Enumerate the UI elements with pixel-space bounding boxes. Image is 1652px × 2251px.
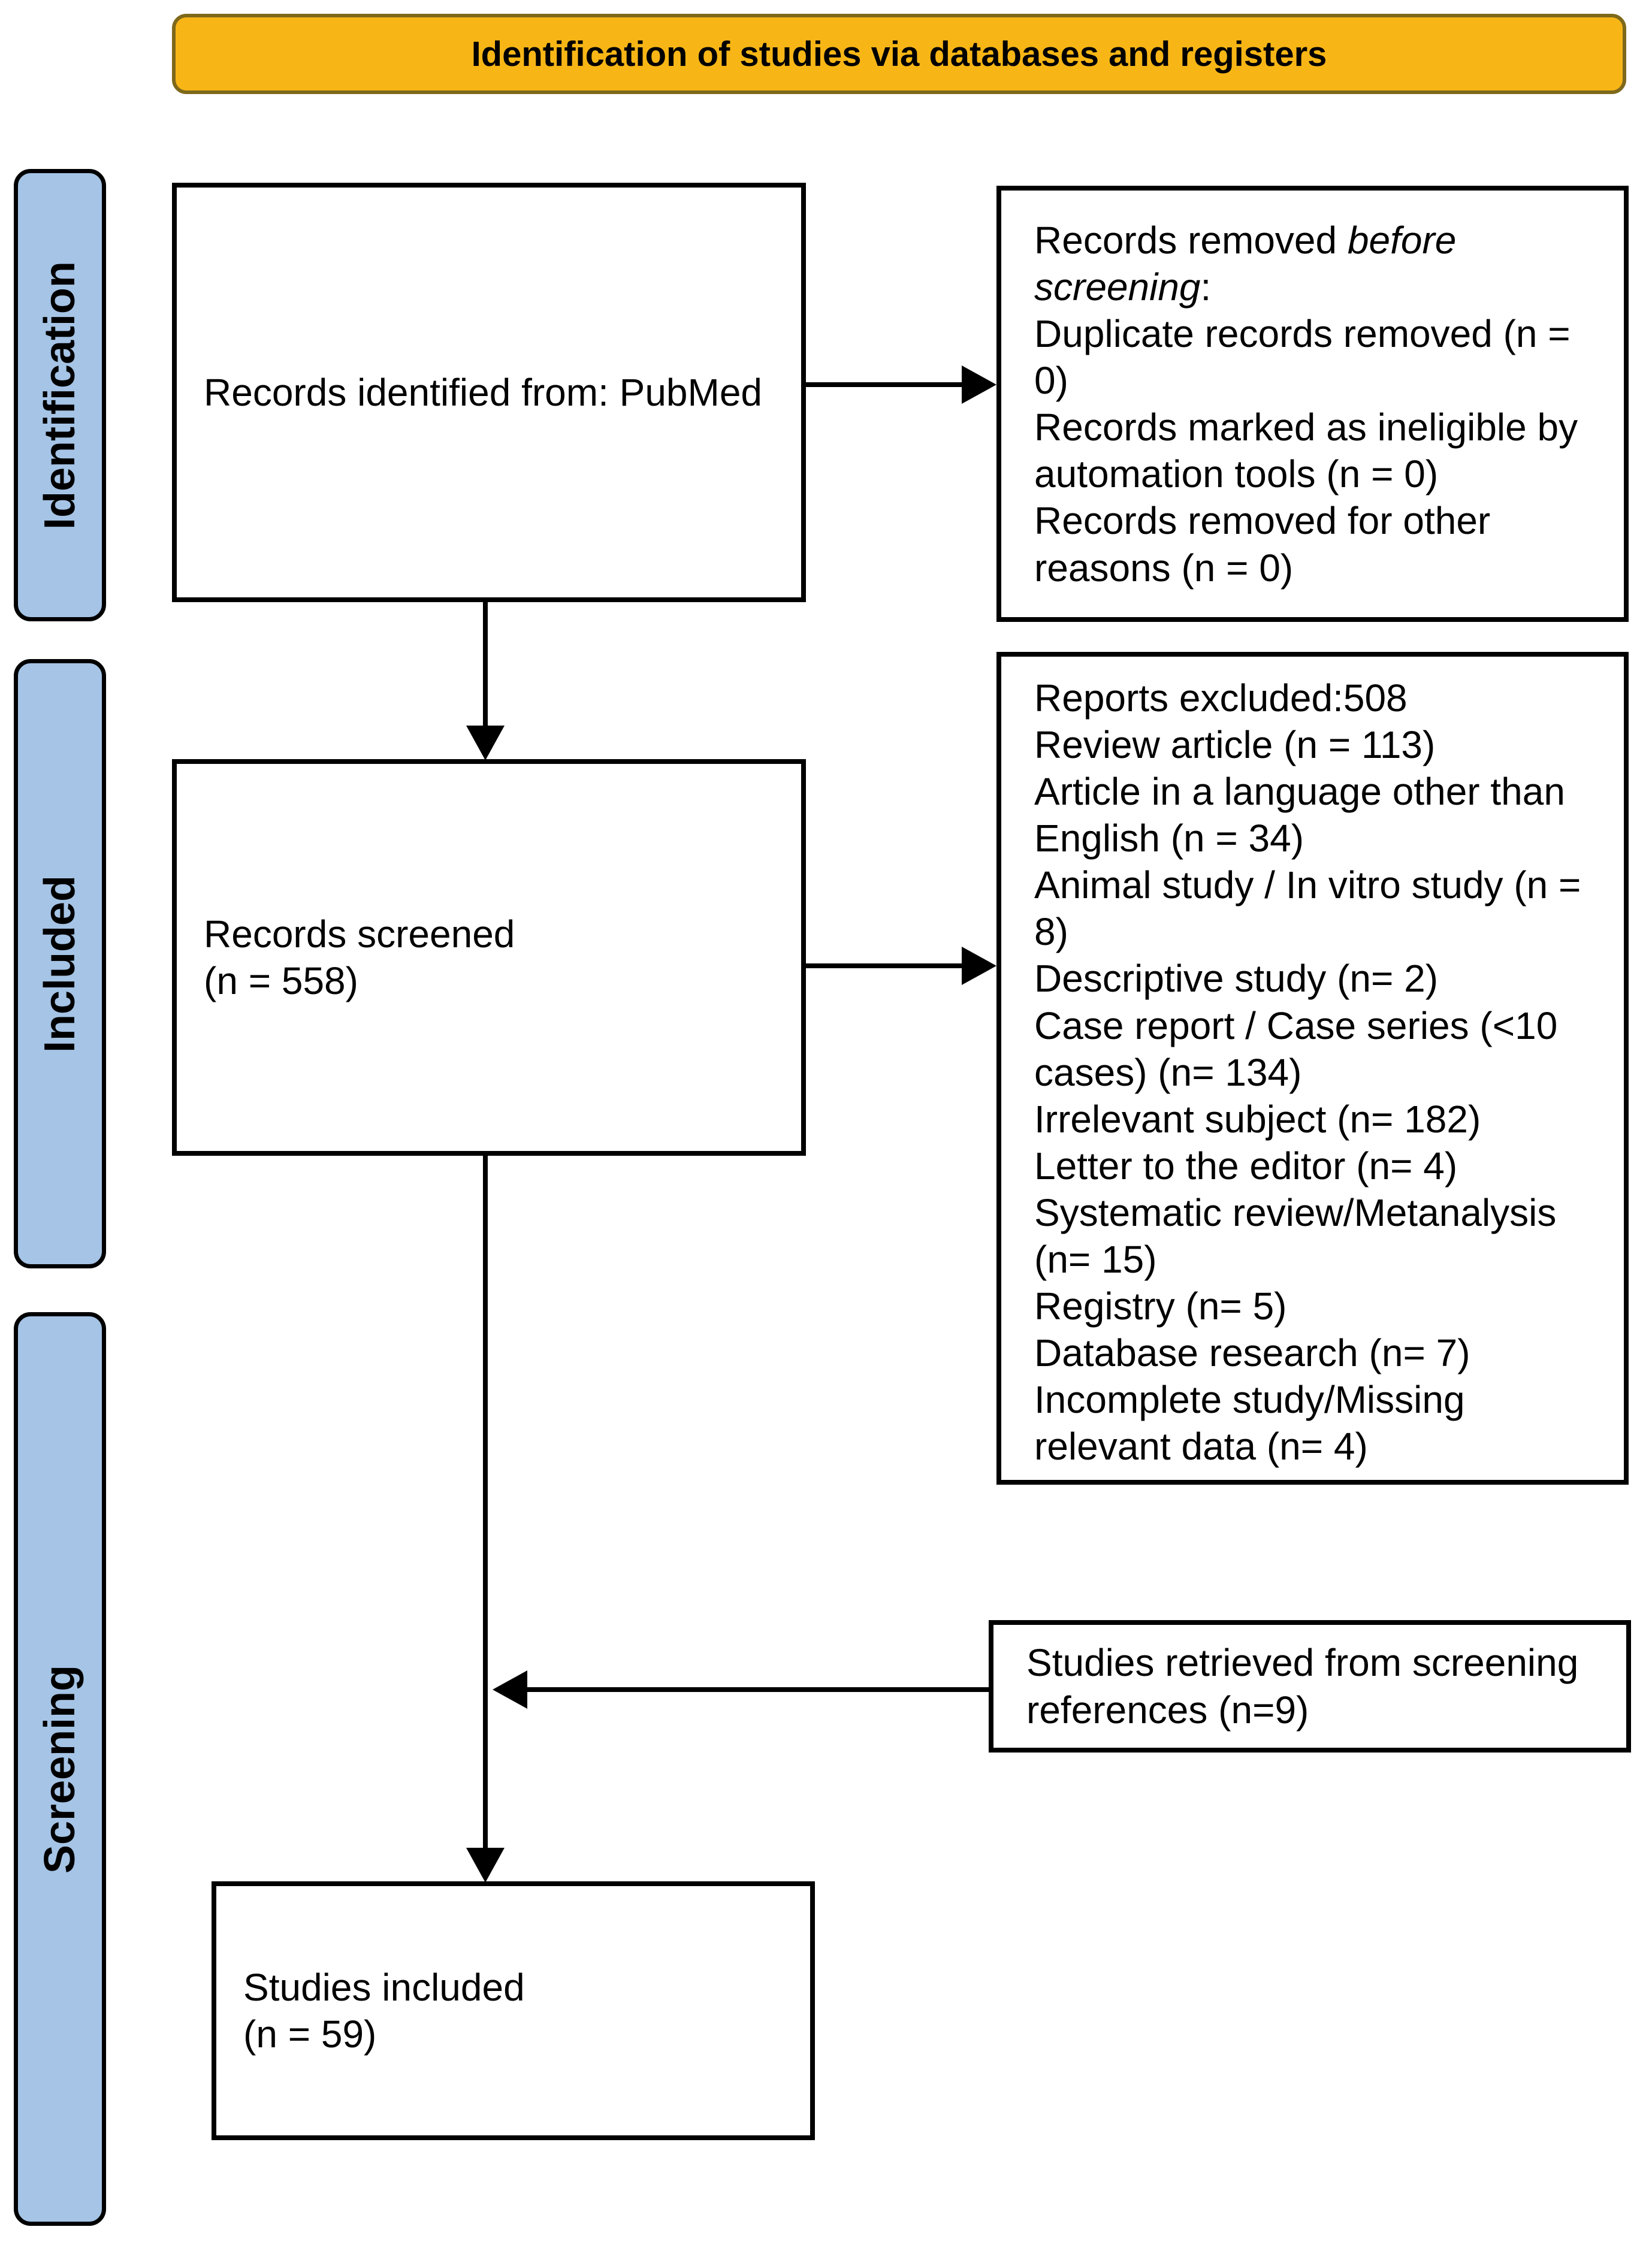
reports-excluded-item: Systematic review/Metanalysis (n= 15) bbox=[1034, 1191, 1557, 1281]
reports-excluded-item: Review article (n = 113) bbox=[1034, 723, 1436, 767]
records-removed-intro: Records removed before screening: bbox=[1034, 217, 1591, 310]
studies-included-text: Studies included bbox=[243, 1965, 525, 2009]
records-screened-count: (n = 558) bbox=[204, 959, 358, 1002]
records-identified-text: Records identified from: PubMed bbox=[204, 370, 762, 414]
records-removed-intro-suffix: : bbox=[1200, 265, 1212, 309]
reports-excluded-item: Descriptive study (n= 2) bbox=[1034, 957, 1439, 1001]
reports-excluded-item: Irrelevant subject (n= 182) bbox=[1034, 1097, 1481, 1141]
stage-label-included: Included bbox=[14, 659, 106, 1268]
stage-label-included-text: Included bbox=[36, 875, 84, 1053]
arrow-identified-to-removed-head-icon bbox=[962, 365, 996, 404]
reports-excluded-item: Article in a language other than English… bbox=[1034, 770, 1565, 860]
reports-excluded-item: Letter to the editor (n= 4) bbox=[1034, 1144, 1458, 1188]
arrow-retrieved-to-flow-head-icon bbox=[493, 1670, 527, 1709]
arrow-screened-to-excluded-head-icon bbox=[962, 947, 996, 985]
reports-excluded-item: Animal study / In vitro study (n = 8) bbox=[1034, 863, 1581, 954]
records-removed-intro-italic: before screening bbox=[1034, 219, 1457, 309]
studies-retrieved-text: Studies retrieved from screening referen… bbox=[1026, 1641, 1579, 1732]
records-screened-box: Records screened (n = 558) bbox=[172, 759, 806, 1156]
reports-excluded-item: Database research (n= 7) bbox=[1034, 1331, 1470, 1375]
stage-label-screening: Screening bbox=[14, 1312, 106, 2226]
arrow-identified-to-removed-line bbox=[806, 382, 962, 387]
records-removed-box: Records removed before screening: Duplic… bbox=[996, 186, 1629, 622]
arrow-screened-to-excluded-line bbox=[806, 963, 962, 968]
stage-label-screening-text: Screening bbox=[36, 1664, 84, 1874]
arrow-identified-to-screened-line bbox=[483, 602, 488, 728]
arrow-screened-to-included-line bbox=[483, 1156, 488, 1849]
records-removed-item: Duplicate records removed (n = 0) bbox=[1034, 312, 1571, 403]
arrow-identified-to-screened-head-icon bbox=[466, 726, 505, 760]
header-banner: Identification of studies via databases … bbox=[172, 14, 1626, 94]
records-removed-item: Records marked as ineligible by automati… bbox=[1034, 406, 1578, 496]
reports-excluded-heading: Reports excluded:508 bbox=[1034, 676, 1408, 720]
reports-excluded-item: Incomplete study/Missing relevant data (… bbox=[1034, 1378, 1465, 1469]
records-screened-text: Records screened bbox=[204, 912, 515, 956]
stage-label-identification: Identification bbox=[14, 169, 106, 621]
diagram-title: Identification of studies via databases … bbox=[471, 34, 1327, 74]
studies-retrieved-box: Studies retrieved from screening referen… bbox=[989, 1620, 1631, 1753]
records-identified-box: Records identified from: PubMed bbox=[172, 183, 806, 602]
arrow-retrieved-to-flow-line bbox=[526, 1687, 989, 1692]
reports-excluded-list: Review article (n = 113)Article in a lan… bbox=[1034, 721, 1591, 1470]
reports-excluded-item: Case report / Case series (<10 cases) (n… bbox=[1034, 1004, 1558, 1094]
reports-excluded-item: Registry (n= 5) bbox=[1034, 1285, 1287, 1328]
records-removed-item: Records removed for other reasons (n = 0… bbox=[1034, 499, 1491, 590]
arrow-screened-to-included-head-icon bbox=[466, 1848, 505, 1883]
studies-included-count: (n = 59) bbox=[243, 2013, 377, 2056]
stage-label-identification-text: Identification bbox=[36, 261, 84, 530]
records-removed-intro-normal: Records removed bbox=[1034, 219, 1348, 262]
reports-excluded-box: Reports excluded:508 Review article (n =… bbox=[996, 652, 1629, 1485]
records-removed-list: Duplicate records removed (n = 0)Records… bbox=[1034, 310, 1591, 591]
studies-included-box: Studies included (n = 59) bbox=[212, 1881, 815, 2140]
